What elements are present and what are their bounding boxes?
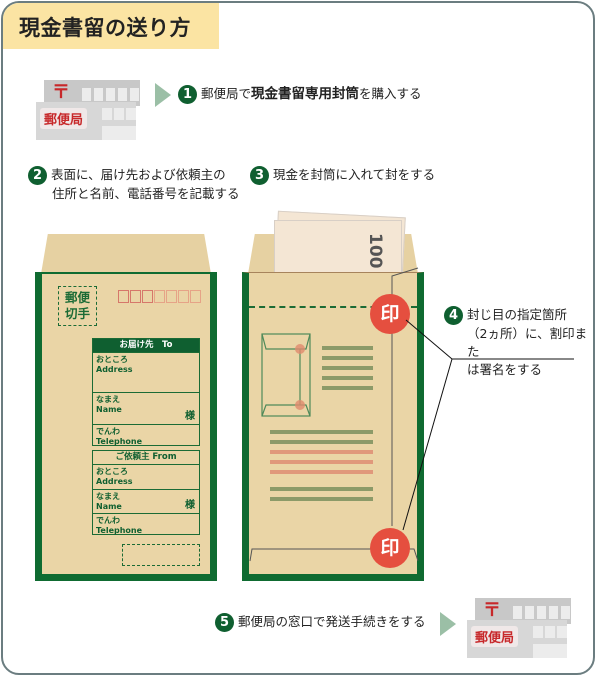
- front-envelope: 郵便 切手 お届け先 To おところ Address なまえ Name 様 でん…: [35, 234, 217, 581]
- step-5-text: 郵便局の窓口で発送手続きをする: [238, 614, 426, 629]
- postal-mark-icon: 〒: [483, 600, 501, 621]
- step-2-badge: 2: [28, 166, 47, 185]
- post-office-icon: 〒 郵便局: [36, 80, 140, 140]
- title-banner: 現金書留の送り方: [3, 3, 219, 49]
- step-1-text-bold: 現金書留専用封筒: [251, 86, 360, 102]
- dashed-note-box: [122, 544, 200, 566]
- step-5: 5 郵便局の窓口で発送手続きをする: [215, 613, 426, 632]
- post-office-sign: 郵便局: [471, 626, 519, 647]
- step-1: 1 郵便局で現金書留専用封筒を購入する: [178, 85, 422, 104]
- step-1-badge: 1: [178, 85, 197, 104]
- postal-mark-icon: 〒: [52, 82, 70, 103]
- arrow-right-icon: [155, 83, 171, 107]
- stamp-label-2: 切手: [65, 306, 91, 321]
- from-phone-jp: でんわ: [96, 516, 120, 525]
- from-address-row: おところ Address: [93, 465, 199, 489]
- to-phone-row: でんわ Telephone: [93, 424, 199, 447]
- to-address-en: Address: [96, 365, 133, 374]
- zip-code-boxes: [118, 290, 202, 303]
- step-2-line1: 表面に、届け先および依頼主の: [51, 167, 226, 182]
- to-address-block: お届け先 To おところ Address なまえ Name 様 でんわ Tele…: [92, 338, 200, 446]
- from-address-jp: おところ: [96, 467, 128, 476]
- to-address-jp: おところ: [96, 355, 128, 364]
- to-phone-en: Telephone: [96, 437, 143, 446]
- seal-top-icon: 印: [370, 294, 410, 334]
- arrow-right-icon: [440, 612, 456, 636]
- step-2: 2 表面に、届け先および依頼主の 住所と名前、電話番号を記載する: [28, 166, 240, 203]
- seal-line-top: [249, 306, 417, 308]
- page-title: 現金書留の送り方: [19, 16, 191, 40]
- mini-envelope-icon: [261, 333, 311, 417]
- from-address-en: Address: [96, 477, 133, 486]
- step-3-text: 現金を封筒に入れて封をする: [273, 167, 436, 182]
- from-name-jp: なまえ: [96, 492, 120, 501]
- post-office-icon: 〒 郵便局: [467, 598, 571, 658]
- to-phone-jp: でんわ: [96, 427, 120, 436]
- step-4-line3: は署名をする: [467, 362, 543, 377]
- stamp-label-1: 郵便: [65, 290, 91, 305]
- from-phone-row: でんわ Telephone: [93, 513, 199, 535]
- step-3: 3 現金を封筒に入れて封をする: [250, 166, 435, 185]
- from-header: ご依頼主 From: [93, 451, 199, 465]
- to-address-row: おところ Address: [93, 352, 199, 392]
- step-3-badge: 3: [250, 166, 269, 185]
- step-1-text-pre: 郵便局で: [201, 86, 252, 101]
- step-4: 4 封じ目の指定箇所 （2ヵ所）に、割印また は署名をする: [444, 306, 594, 379]
- to-name-row: なまえ Name 様: [93, 392, 199, 424]
- step-2-line2: 住所と名前、電話番号を記載する: [52, 186, 240, 201]
- step-4-badge: 4: [444, 306, 463, 325]
- from-phone-en: Telephone: [96, 526, 143, 535]
- to-honorific: 様: [185, 411, 195, 422]
- from-name-row: なまえ Name 様: [93, 489, 199, 513]
- seal-bottom-icon: 印: [370, 528, 410, 568]
- step-5-badge: 5: [215, 613, 234, 632]
- step-1-text-post: を購入する: [359, 86, 422, 101]
- post-office-sign: 郵便局: [40, 108, 88, 129]
- to-name-jp: なまえ: [96, 395, 120, 404]
- to-header: お届け先 To: [93, 339, 199, 352]
- banknote-value: 100: [365, 233, 385, 269]
- from-honorific: 様: [185, 500, 195, 511]
- to-name-en: Name: [96, 405, 122, 414]
- stamp-area: 郵便 切手: [58, 286, 98, 326]
- back-envelope: 100 印 印: [242, 206, 424, 581]
- from-name-en: Name: [96, 502, 122, 511]
- step-4-line1: 封じ目の指定箇所: [467, 307, 568, 322]
- from-address-block: ご依頼主 From おところ Address なまえ Name 様 でんわ Te…: [92, 450, 200, 535]
- step-4-line2: （2ヵ所）に、割印また: [467, 326, 588, 359]
